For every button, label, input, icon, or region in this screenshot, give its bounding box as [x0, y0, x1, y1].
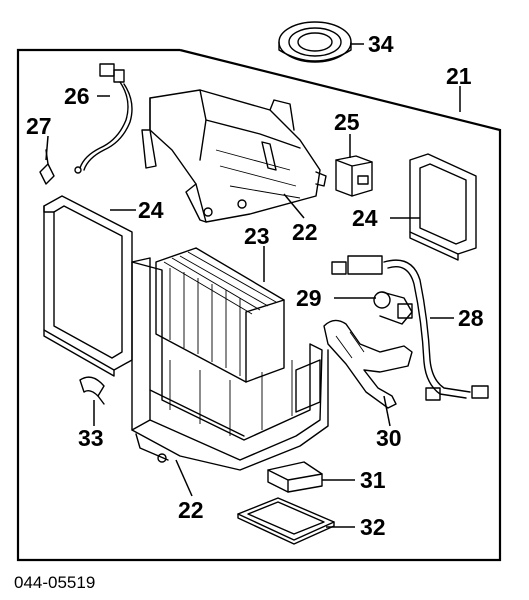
- callout-27: 27: [26, 113, 52, 139]
- part-31-pad: [267, 461, 323, 493]
- callout-26: 26: [64, 83, 90, 109]
- assembly-frame: [16, 48, 502, 562]
- callout-29: 29: [296, 285, 322, 311]
- callout-24-left: 24: [138, 197, 164, 223]
- part-29-sensor: [373, 291, 413, 325]
- callout-21: 21: [446, 63, 472, 89]
- callout-25: 25: [334, 109, 360, 135]
- callout-33: 33: [78, 425, 104, 451]
- part-34-ring: [278, 21, 352, 63]
- part-24-right-gasket: [409, 153, 477, 261]
- callout-31: 31: [360, 467, 386, 493]
- part-22-upper-case: [141, 89, 327, 223]
- callout-28: 28: [458, 305, 484, 331]
- part-23-evaporator: [155, 247, 285, 383]
- callout-34: 34: [368, 31, 394, 57]
- part-33-elbow: [79, 376, 105, 405]
- callout-32: 32: [360, 514, 386, 540]
- part-25-actuator: [335, 155, 373, 197]
- part-24-left-gasket: [43, 195, 133, 377]
- callout-22-upper: 22: [292, 219, 318, 245]
- part-26-harness: [74, 63, 133, 174]
- diagram-code: 044-05519: [14, 573, 95, 592]
- callout-24-right: 24: [352, 205, 378, 231]
- part-32-plate: [237, 497, 335, 545]
- callout-22-lower: 22: [178, 497, 204, 523]
- part-30-valve: [323, 319, 413, 409]
- callout-30: 30: [376, 425, 402, 451]
- part-22-lower-case: [131, 257, 329, 471]
- part-28-harness: [331, 255, 489, 401]
- callout-23: 23: [244, 223, 270, 249]
- leader-lines: [45, 43, 461, 528]
